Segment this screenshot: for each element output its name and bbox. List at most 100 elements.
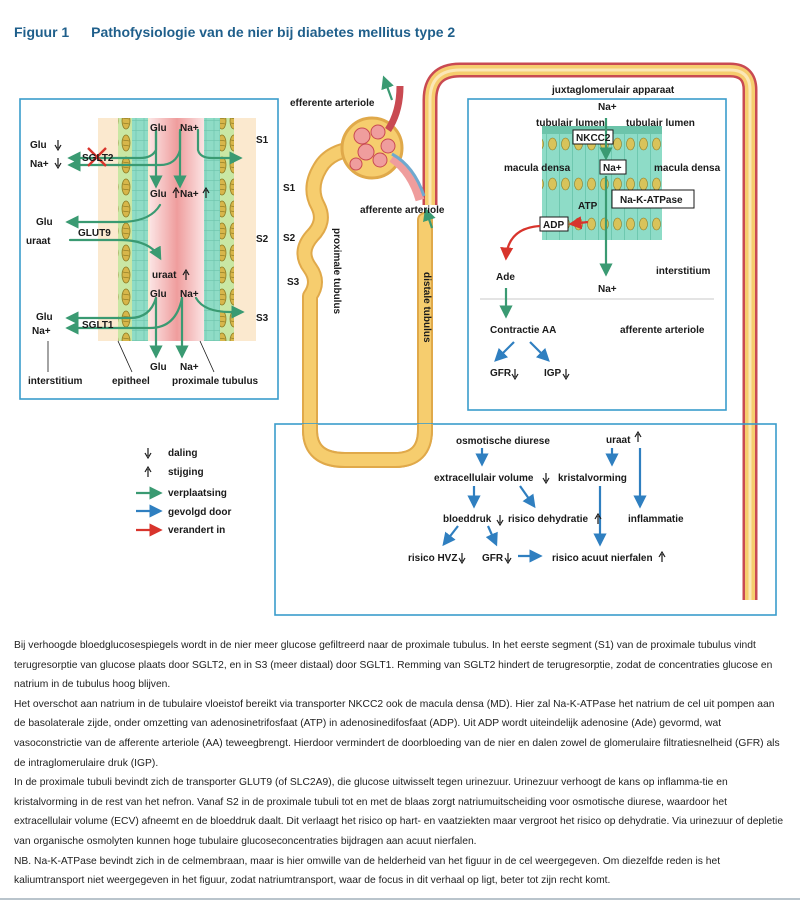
label-ade: Ade	[496, 272, 515, 283]
legend-daling: daling	[168, 448, 197, 459]
label-segment-s2: S2	[256, 234, 269, 245]
epithelium-right-mito	[220, 118, 234, 341]
panel-consequences: osmotische diurese uraat extracellulair …	[274, 422, 777, 616]
arrow-contractie-igp	[529, 341, 550, 362]
legend-gevolgd-door: gevolgd door	[168, 507, 231, 518]
panel-juxtaglomerular: juxtaglomerulair apparaat Na+ tubulair l…	[467, 85, 727, 411]
arrow-glu-right-s1	[196, 128, 243, 165]
label-na-bottom: Na+	[180, 362, 199, 373]
label-sglt2: SGLT2	[82, 153, 114, 164]
label-interstitium: interstitium	[28, 376, 83, 387]
epithelium-right-cells	[204, 118, 220, 341]
label-proximale-tubulus: proximale tubulus	[172, 376, 259, 387]
label-uraat-up: uraat	[152, 270, 177, 281]
down-arrow-icon	[542, 473, 550, 485]
epithelium-left-mito	[118, 118, 132, 341]
label-afferente-arteriole-right: afferente arteriole	[620, 325, 705, 336]
down-arrow-icon	[458, 553, 466, 565]
panel-proximal-tubule: Glu Na+ SGLT2 Glu Na+ Glu Na+ Glu GLUT9 …	[19, 98, 279, 400]
label-inflammatie: inflammatie	[628, 514, 684, 525]
figure-caption: Bij verhoogde bloedglucosespiegels wordt…	[14, 636, 786, 891]
up-arrow-icon	[172, 186, 180, 198]
figure-label: Figuur 1	[14, 24, 70, 40]
arrow-bloeddruk-hvz	[442, 525, 459, 547]
label-gfr-bottom: GFR	[482, 553, 504, 564]
proximal-tubule-fill	[298, 142, 431, 466]
nkcc2-box	[572, 129, 614, 145]
label-macula-densa-right: macula densa	[654, 163, 721, 174]
label-glu-down: Glu	[30, 140, 47, 151]
label-nephron-s3: S3	[287, 277, 300, 288]
label-tubulair-lumen-left: tubulair lumen	[536, 118, 605, 129]
arrow-na-right-s3	[194, 296, 245, 319]
caption-paragraph: Het overschot aan natrium in de tubulair…	[14, 698, 780, 769]
down-arrow-icon	[496, 515, 504, 527]
label-igp-right: IGP	[544, 368, 562, 379]
down-arrow-icon	[504, 553, 512, 565]
label-macula-densa-left: macula densa	[504, 163, 571, 174]
label-nephron-proximale-tubulus: proximale tubulus	[331, 228, 342, 315]
legend-up-arrow-icon	[144, 465, 152, 477]
arrow-adp-to-ade	[500, 224, 541, 261]
leader-proximale-tubulus	[199, 340, 215, 373]
label-risico-hvz: risico HVZ	[408, 553, 457, 564]
figure-heading: Pathofysiologie van de nier bij diabetes…	[91, 24, 456, 40]
efferent-arteriole-vessel	[385, 85, 404, 132]
label-ecv: extracellulair volume	[434, 473, 534, 484]
legend: daling stijging verplaatsing gevolgd doo…	[136, 448, 231, 537]
caption-paragraph: Bij verhoogde bloedglucosespiegels wordt…	[14, 640, 773, 691]
leader-epitheel	[117, 340, 133, 373]
label-interstitium-right: interstitium	[656, 266, 711, 277]
label-nkcc2: NKCC2	[576, 133, 611, 144]
epithelium-left-cells	[132, 118, 148, 341]
label-adp: ADP	[543, 220, 564, 231]
label-osmotische-diurese: osmotische diurese	[456, 436, 550, 447]
proximal-tubule	[296, 140, 433, 468]
label-glu-up: Glu	[150, 189, 167, 200]
distal-tubule-loop-core	[428, 68, 752, 600]
arrow-ecv-dehydratie	[519, 485, 536, 509]
arrow-na-s3-out	[65, 296, 184, 335]
label-glu-lumen-s3: Glu	[150, 289, 167, 300]
label-na-lumen-top: Na+	[180, 123, 199, 134]
label-na-lumen-s3: Na+	[180, 289, 199, 300]
label-risico-anf: risico acuut nierfalen	[552, 553, 653, 564]
down-arrow-icon	[562, 369, 570, 381]
label-nephron-s1: S1	[283, 183, 296, 194]
arrow-glut9-out	[65, 203, 162, 229]
label-kristalvorming: kristalvorming	[558, 473, 627, 484]
label-glut9: GLUT9	[78, 228, 111, 239]
label-uraat-bottom: uraat	[606, 435, 631, 446]
legend-verandert-in: verandert in	[168, 525, 225, 536]
label-na-k-atpase: Na-K-ATPase	[620, 195, 683, 206]
label-jg-title: juxtaglomerulair apparaat	[551, 85, 675, 96]
label-efferente-arteriole: efferente arteriole	[290, 98, 375, 109]
legend-stijging: stijging	[168, 467, 204, 478]
na-cell-box	[599, 159, 627, 175]
label-atp: ATP	[578, 201, 598, 212]
label-tubulair-lumen-right: tubulair lumen	[626, 118, 695, 129]
label-risico-dehydratie: risico dehydratie	[508, 514, 588, 525]
up-arrow-icon	[202, 186, 210, 198]
adp-box	[539, 216, 569, 232]
label-na-cell: Na+	[603, 163, 622, 174]
label-gfr-right: GFR	[490, 368, 512, 379]
down-arrow-icon	[511, 369, 519, 381]
label-segment-s1: S1	[256, 135, 269, 146]
arrow-atp-to-adp	[568, 216, 589, 230]
legend-down-arrow-icon	[144, 448, 152, 460]
panel-bottom-border	[274, 423, 777, 616]
down-arrow-icon	[54, 140, 62, 152]
label-glu-bottom: Glu	[150, 362, 167, 373]
label-contractie: Contractie AA	[490, 325, 556, 336]
label-nephron-s2: S2	[283, 233, 296, 244]
caption-paragraph: NB. Na-K-ATPase bevindt zich in de celme…	[14, 855, 721, 887]
arrow-glu-s3-out	[65, 296, 158, 325]
arrow-efferent-out	[381, 75, 394, 101]
na-k-atpase-box	[611, 189, 695, 209]
arrow-contractie-gfr	[494, 341, 515, 362]
label-afferente-arteriole-text: afferente arteriole	[360, 205, 445, 216]
label-na-s3: Na+	[32, 326, 51, 337]
bottom-divider	[0, 898, 800, 900]
sglt2-blocked-icon	[87, 147, 107, 167]
